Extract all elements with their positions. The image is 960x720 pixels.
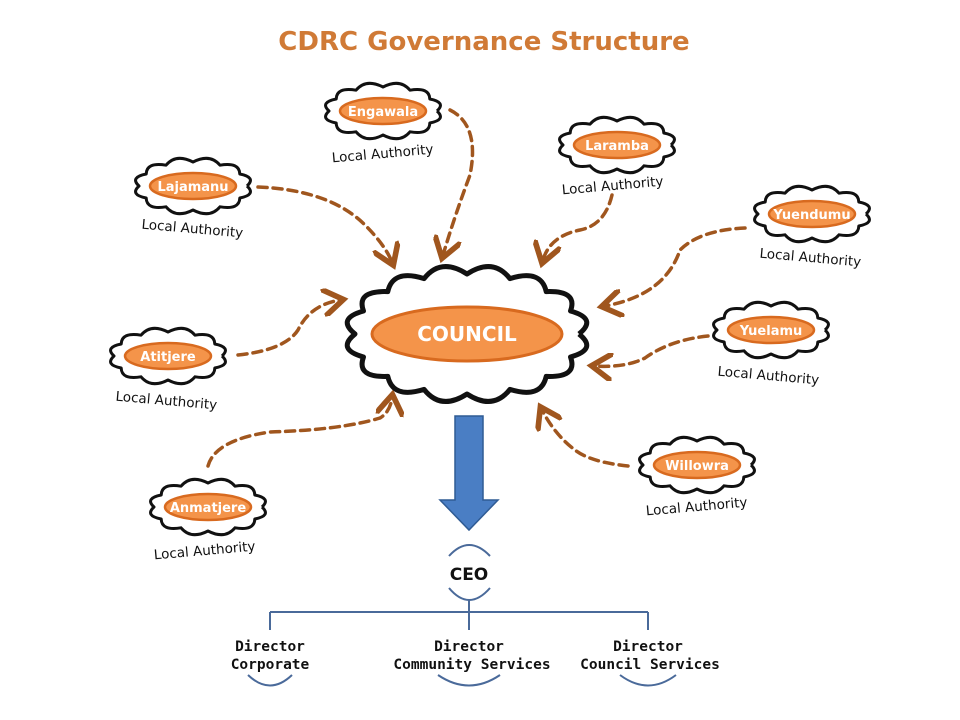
block-arrow-down <box>438 415 500 532</box>
director-corporate-line1: Director <box>235 639 305 655</box>
local-authority-name: Yuendumu <box>772 208 850 223</box>
connector-arrows <box>206 108 747 468</box>
cloud-outline <box>149 477 267 537</box>
ceo-label: CEO <box>450 565 489 585</box>
local-authority-name: Engawala <box>348 105 418 120</box>
local-authority-caption: Local Authority <box>115 389 218 414</box>
ceo-arc-top <box>448 544 491 557</box>
local-authority-caption: Local Authority <box>331 142 434 167</box>
dashed-arrow-lajamanu <box>256 185 392 262</box>
dashed-arrow-yuelamu <box>595 334 710 366</box>
council-node: COUNCIL <box>344 264 590 404</box>
page-title: CDRC Governance Structure <box>278 27 689 57</box>
local-authority-name: Laramba <box>585 139 649 154</box>
director-council-services: Director Council Services <box>580 639 720 687</box>
dashed-arrow-anmatjere <box>206 398 392 468</box>
cloud-outline <box>638 435 756 495</box>
local-authority-name: Yuelamu <box>739 324 803 339</box>
local-authority-oval <box>652 450 742 480</box>
directors-row: Director Corporate Director Community Se… <box>231 639 720 687</box>
cloud-outline <box>558 115 676 175</box>
local-authority-oval <box>726 315 816 345</box>
cloud-outline <box>344 264 590 404</box>
local-authority-caption: Local Authority <box>141 217 244 242</box>
local-authority-oval <box>163 492 253 522</box>
local-authority-caption: Local Authority <box>759 246 862 271</box>
cloud-outline <box>109 326 227 386</box>
director-community-line2: Community Services <box>393 657 550 673</box>
local-authority-name: Lajamanu <box>157 180 228 195</box>
dashed-arrow-laramba <box>543 193 614 260</box>
local-authority-oval <box>338 96 428 126</box>
dashed-arrow-yuendumu <box>605 226 747 306</box>
local-authority-oval <box>572 130 662 160</box>
director-council-line1: Director <box>613 639 683 655</box>
org-chart-lines <box>269 600 649 630</box>
local-authority-oval <box>123 341 213 371</box>
director-corporate: Director Corporate <box>231 639 310 687</box>
local-authority-caption: Local Authority <box>717 364 820 389</box>
cloud-outline <box>134 156 252 216</box>
local-authority-name: Atitjere <box>140 350 196 365</box>
council-oval <box>370 305 564 363</box>
council-cloud-outline <box>344 264 590 404</box>
council-label: COUNCIL <box>417 322 517 346</box>
director-community-arc <box>437 674 501 687</box>
local-authority-oval <box>148 171 238 201</box>
ceo-arc-bottom <box>448 587 491 601</box>
director-council-arc <box>619 674 677 687</box>
dashed-arrow-engawala <box>443 108 475 255</box>
director-corporate-arc <box>247 674 293 687</box>
cloud-outline <box>753 184 871 244</box>
director-corporate-line2: Corporate <box>231 657 310 673</box>
director-community-services: Director Community Services <box>393 639 551 687</box>
local-authority-oval <box>767 199 857 229</box>
director-community-line1: Director <box>434 639 504 655</box>
local-authority-caption: Local Authority <box>153 539 256 564</box>
cloud-outline <box>712 300 830 360</box>
local-authority-name: Anmatjere <box>170 501 247 516</box>
cloud-outline <box>324 81 442 141</box>
director-council-line2: Council Services <box>580 657 720 673</box>
local-authority-caption: Local Authority <box>645 495 748 520</box>
local-authority-name: Willowra <box>665 459 729 474</box>
ceo-node: CEO <box>448 544 491 601</box>
dashed-arrow-atitjere <box>236 300 340 357</box>
dashed-arrow-willowra <box>542 410 630 468</box>
